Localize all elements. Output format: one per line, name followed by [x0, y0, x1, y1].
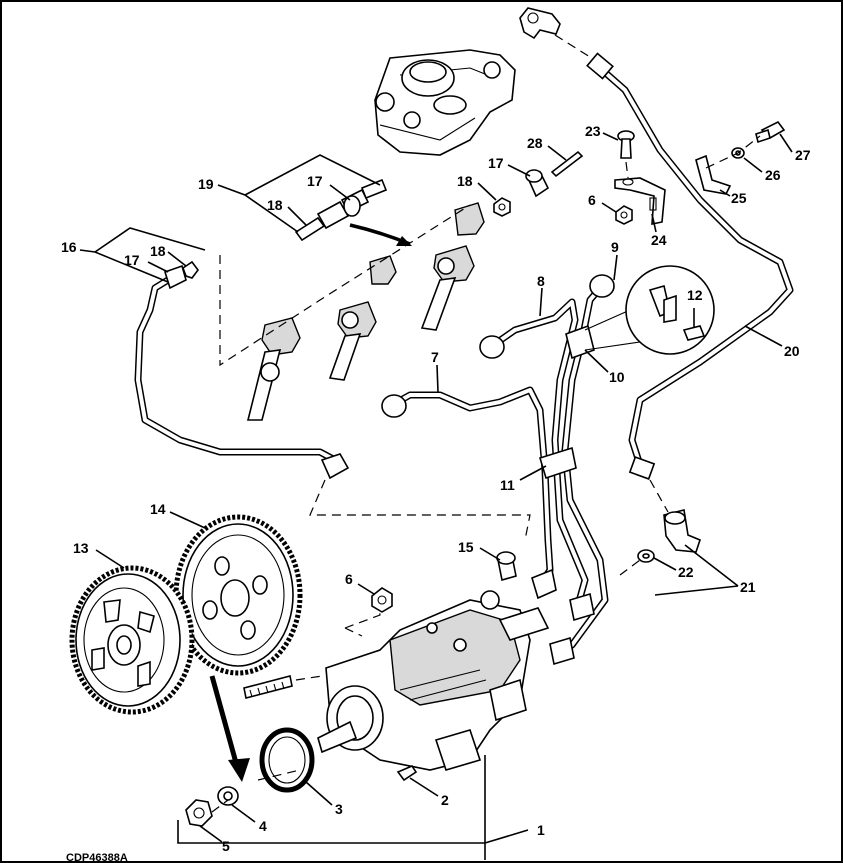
line-20	[586, 52, 794, 480]
leader-dash-injectors	[219, 204, 471, 367]
clip-25	[695, 154, 732, 195]
leader-dash-22	[619, 559, 641, 576]
clamp-11	[539, 446, 577, 480]
nut-6-top	[615, 205, 633, 225]
top-bracket	[374, 49, 516, 156]
callout-18-left: 18	[150, 243, 166, 259]
line-8	[479, 298, 589, 609]
bracket-24	[614, 177, 666, 225]
arrow-gear	[209, 675, 241, 771]
line-16	[134, 260, 350, 480]
callout-18-mid: 18	[267, 197, 283, 213]
leader-dash-stud	[295, 675, 323, 681]
callout-9: 9	[611, 239, 619, 255]
leader-dash-16	[309, 479, 531, 541]
callout-28: 28	[527, 135, 543, 151]
leader-dash-elbow	[554, 34, 599, 63]
callout-3: 3	[335, 801, 343, 817]
leader-dash-23	[625, 161, 629, 179]
callout-14: 14	[150, 501, 166, 517]
top-elbow-fitting	[519, 7, 561, 40]
callout-18-top: 18	[457, 173, 473, 189]
fitting-15	[496, 551, 517, 582]
callout-20: 20	[784, 343, 800, 359]
screw-23	[617, 130, 635, 159]
callout-17-top: 17	[488, 155, 504, 171]
callout-23: 23	[585, 123, 601, 139]
line-9	[558, 274, 615, 656]
callout-1: 1	[537, 822, 545, 838]
callout-27: 27	[795, 147, 811, 163]
callout-numbers: 1 2 3 4 5 6 6 7 8 9 10 11 12 13 14 15 16…	[61, 123, 811, 854]
callout-22: 22	[678, 564, 694, 580]
callout-8: 8	[537, 273, 545, 289]
line-nuts-lower	[531, 568, 595, 666]
fitting-21	[663, 509, 701, 553]
injectors	[246, 202, 485, 421]
key-2	[396, 765, 418, 782]
arrow-gear-head	[228, 758, 250, 782]
screw-27	[755, 120, 786, 144]
nut-6-pump	[371, 587, 393, 613]
injection-pump-1	[317, 590, 550, 771]
callout-24: 24	[651, 232, 667, 248]
callout-12: 12	[687, 287, 703, 303]
gear-14	[173, 514, 303, 676]
callout-21: 21	[740, 579, 756, 595]
callout-26: 26	[765, 167, 781, 183]
callout-7: 7	[431, 349, 439, 365]
nut-18-top	[493, 197, 511, 217]
callout-2: 2	[441, 792, 449, 808]
callout-17-mid: 17	[307, 173, 323, 189]
callout-16: 16	[61, 239, 77, 255]
sleeve-17-top	[525, 169, 550, 198]
callout-13: 13	[73, 540, 89, 556]
line-7	[381, 386, 554, 589]
leader-dash-6b	[344, 627, 363, 637]
callout-4: 4	[259, 818, 267, 834]
callout-5: 5	[222, 838, 230, 854]
leader-dash-3	[257, 769, 301, 781]
arrow-19-head	[396, 236, 412, 246]
callout-15: 15	[458, 539, 474, 555]
figure-code: CDP46388A	[66, 852, 128, 863]
washer-22	[637, 549, 655, 563]
gasket-3	[259, 727, 315, 793]
callout-10: 10	[609, 369, 625, 385]
callout-25: 25	[731, 190, 747, 206]
leader-dash-5	[211, 799, 229, 813]
leader-dash-21	[649, 479, 669, 513]
nut-5	[185, 799, 213, 827]
leader-lines	[79, 132, 793, 860]
washer-4	[217, 786, 239, 806]
callout-6-pump: 6	[345, 571, 353, 587]
detail-circle	[584, 265, 715, 355]
callout-6-top: 6	[588, 192, 596, 208]
callout-17-left: 17	[124, 252, 140, 268]
callout-19: 19	[198, 176, 214, 192]
leader-dash-25-27	[705, 135, 761, 169]
callout-11: 11	[500, 477, 515, 493]
stud	[243, 675, 293, 699]
rod-28	[550, 150, 584, 178]
gear-13	[69, 565, 195, 715]
